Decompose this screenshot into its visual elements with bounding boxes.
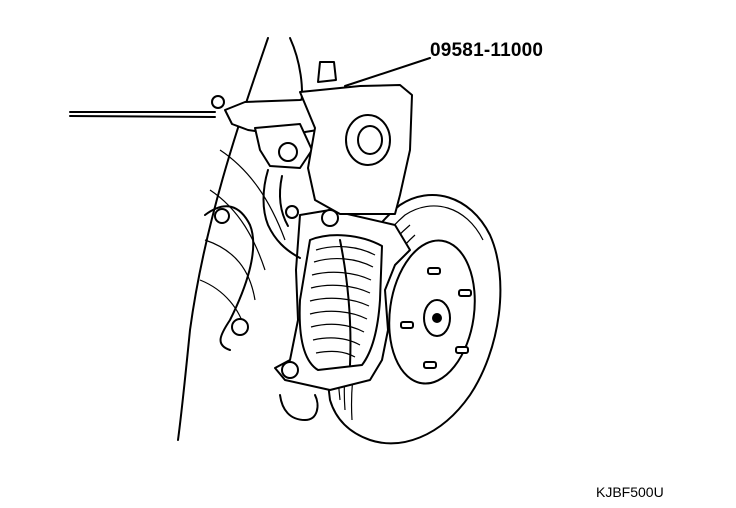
bracket-bolt bbox=[281, 361, 299, 379]
tool-pivot bbox=[278, 142, 298, 162]
bracket-bolt bbox=[321, 209, 339, 227]
bolt-head bbox=[231, 318, 249, 336]
special-tool bbox=[69, 57, 431, 259]
tool-part-number-label: 09581-11000 bbox=[430, 40, 544, 61]
brake-pad bbox=[298, 234, 383, 371]
bolt-head bbox=[214, 208, 230, 224]
callout-leader bbox=[344, 57, 431, 87]
wheel-studs bbox=[400, 267, 472, 369]
tool-bolt bbox=[285, 205, 299, 219]
knuckle-outline bbox=[177, 37, 303, 441]
figure-code: KJBF500U bbox=[596, 484, 664, 500]
tool-knob bbox=[211, 95, 225, 109]
tool-tab bbox=[317, 61, 337, 83]
